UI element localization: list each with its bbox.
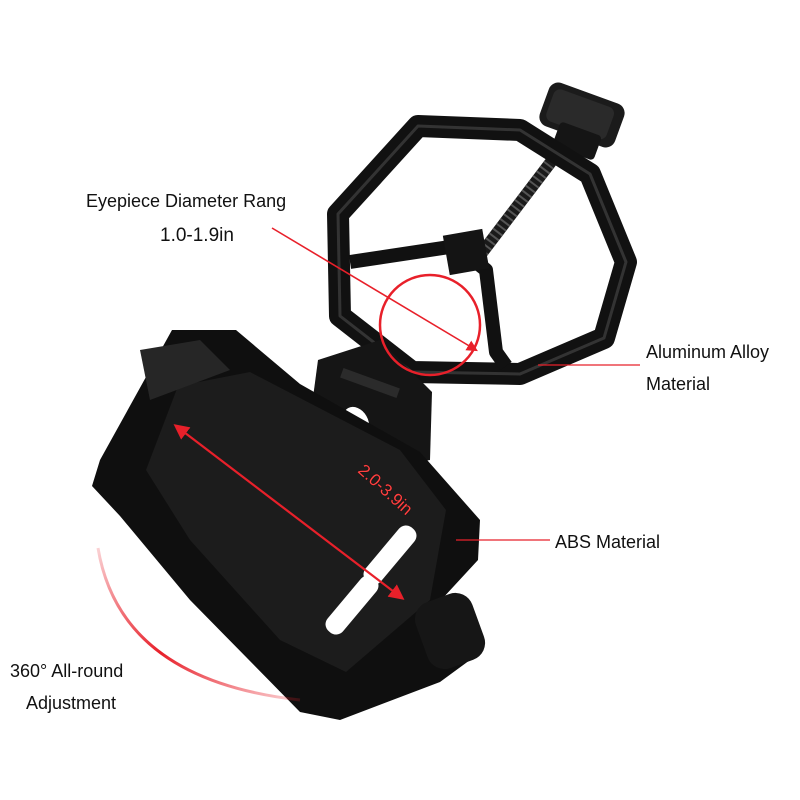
phone-width-arrow <box>173 424 405 600</box>
eyepiece-diameter-circle <box>378 273 482 377</box>
tension-knob <box>539 82 625 160</box>
eyepiece-diameter-range: 1.0-1.9in <box>160 225 234 246</box>
screw-rod <box>473 146 565 262</box>
eyepiece-diameter-title: Eyepiece Diameter Rang <box>86 191 287 211</box>
rotation-label-line1: 360° All-round <box>10 661 124 681</box>
eyepiece-diameter-arrow <box>271 227 478 352</box>
aluminum-label-line1: Aluminum Alloy <box>646 342 770 362</box>
abs-material-label: ABS Material <box>555 532 661 552</box>
rotation-arc <box>96 547 301 702</box>
eyepiece-clamp-frame <box>327 115 637 385</box>
rotation-label-line2: Adjustment <box>26 693 117 713</box>
aluminum-label-line2: Material <box>646 374 711 394</box>
